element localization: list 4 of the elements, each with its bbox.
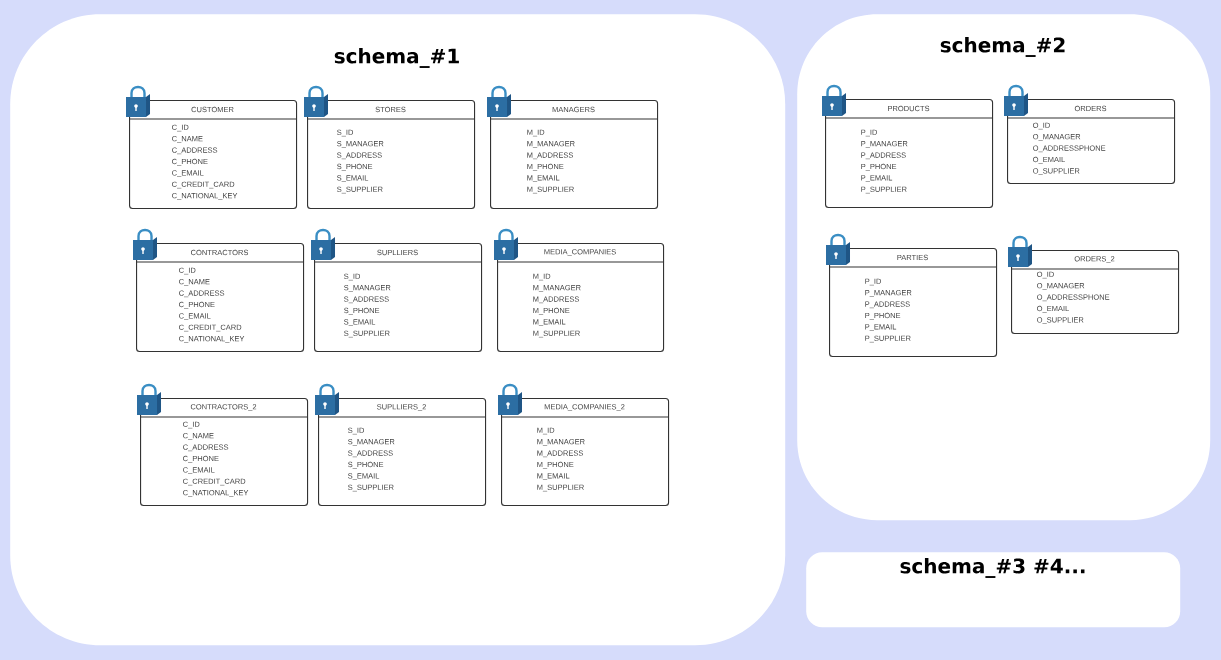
schema-panel	[806, 552, 1181, 628]
panel-title: schema_#2	[940, 37, 1065, 57]
panel-title: schema_#3 #4...	[900, 558, 1085, 578]
panel-title: schema_#1	[334, 48, 459, 68]
